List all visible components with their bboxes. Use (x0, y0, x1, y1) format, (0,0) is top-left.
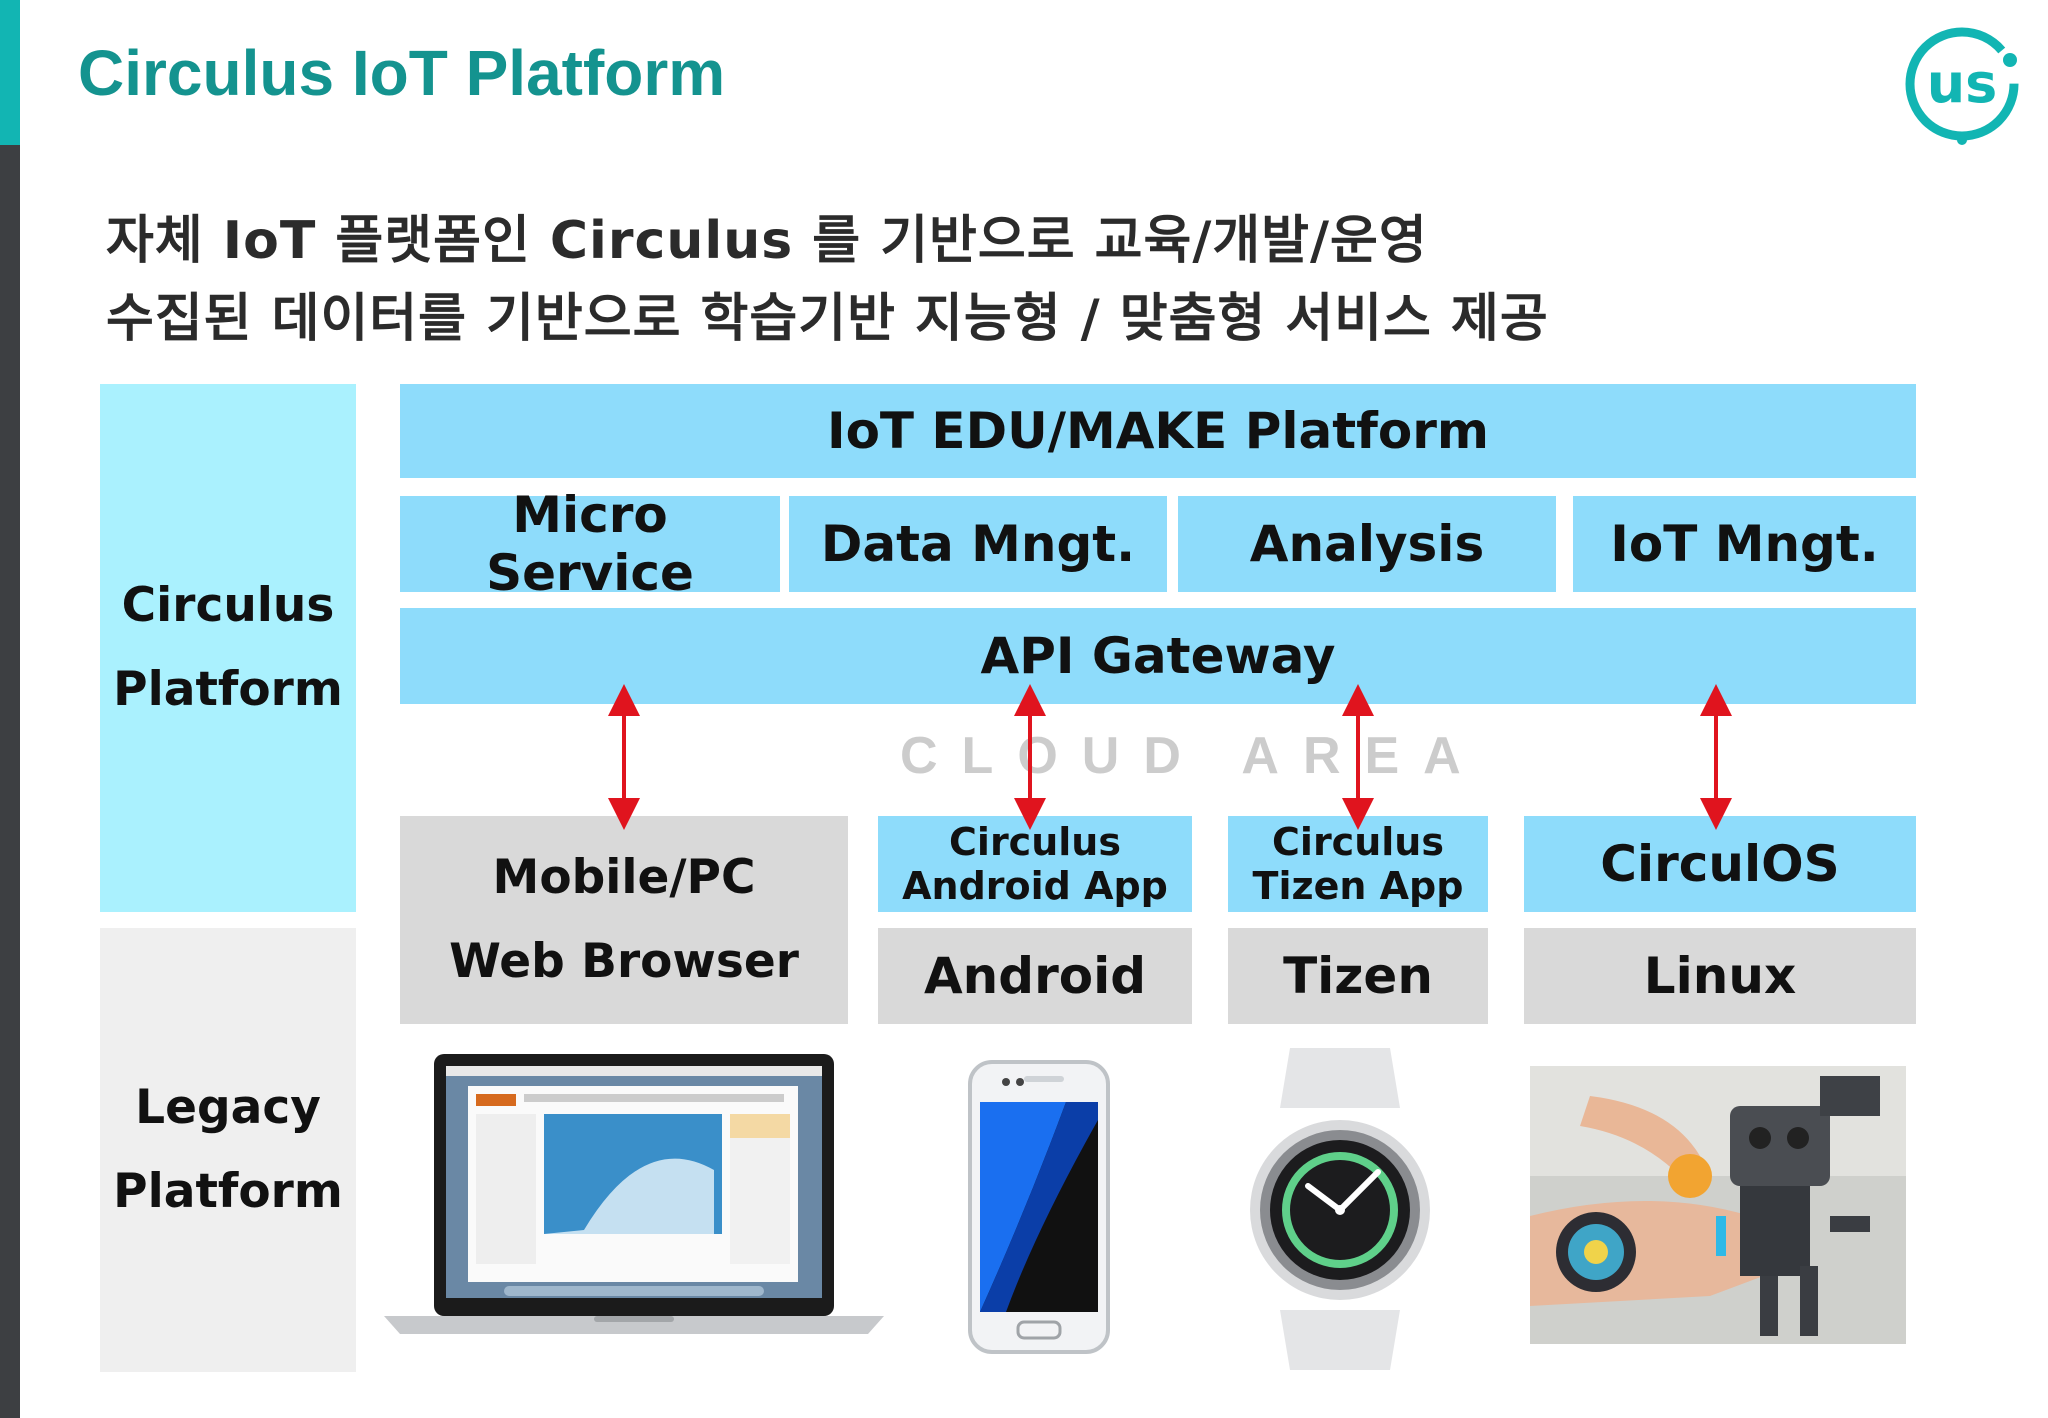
data-mngt-box: Data Mngt. (789, 496, 1167, 592)
robot-with-watch-icon (1530, 1066, 1906, 1344)
circulus-logo-icon: us (1905, 27, 2019, 145)
mobile-pc-label: Mobile/PC (492, 850, 756, 905)
web-browser-label: Web Browser (449, 934, 799, 989)
iot-mngt-box: IoT Mngt. (1573, 496, 1916, 592)
circulus-platform-label-2: Platform (113, 662, 343, 717)
laptop-icon (384, 1054, 884, 1334)
circulus-platform-label-1: Circulus (121, 578, 335, 633)
mobile-pc-web-browser-box: Mobile/PC Web Browser (400, 816, 848, 1024)
analysis-box: Analysis (1178, 496, 1556, 592)
legacy-platform-label-2: Platform (113, 1164, 343, 1219)
circulos-box: CirculOS (1524, 816, 1916, 912)
tizen-os-box: Tizen (1228, 928, 1488, 1024)
legacy-platform-box: Legacy Platform (100, 928, 356, 1372)
smartphone-icon (968, 1060, 1110, 1354)
micro-service-box: Micro Service (400, 486, 780, 602)
subtitle-line-1: 자체 IoT 플랫폼인 Circulus 를 기반으로 교육/개발/운영 (106, 211, 1428, 271)
android-app-label-2: Android App (902, 864, 1168, 908)
tizen-app-label-2: Tizen App (1252, 864, 1464, 908)
circulus-platform-box: Circulus Platform (100, 384, 356, 912)
accent-bar-bottom (0, 145, 20, 1418)
api-gateway-box: API Gateway (400, 608, 1916, 704)
legacy-platform-label-1: Legacy (135, 1080, 321, 1135)
linux-os-box: Linux (1524, 928, 1916, 1024)
accent-bar-top (0, 0, 20, 145)
circulus-android-app-box: Circulus Android App (878, 816, 1192, 912)
circulus-tizen-app-box: Circulus Tizen App (1228, 816, 1488, 912)
android-os-box: Android (878, 928, 1192, 1024)
subtitle-line-2: 수집된 데이터를 기반으로 학습기반 지능형 / 맞춤형 서비스 제공 (106, 289, 1549, 349)
smartwatch-icon (1250, 1048, 1430, 1370)
iot-edu-make-platform-box: IoT EDU/MAKE Platform (400, 384, 1916, 478)
logo-text: us (1927, 52, 1998, 115)
page-title: Circulus IoT Platform (78, 37, 726, 109)
